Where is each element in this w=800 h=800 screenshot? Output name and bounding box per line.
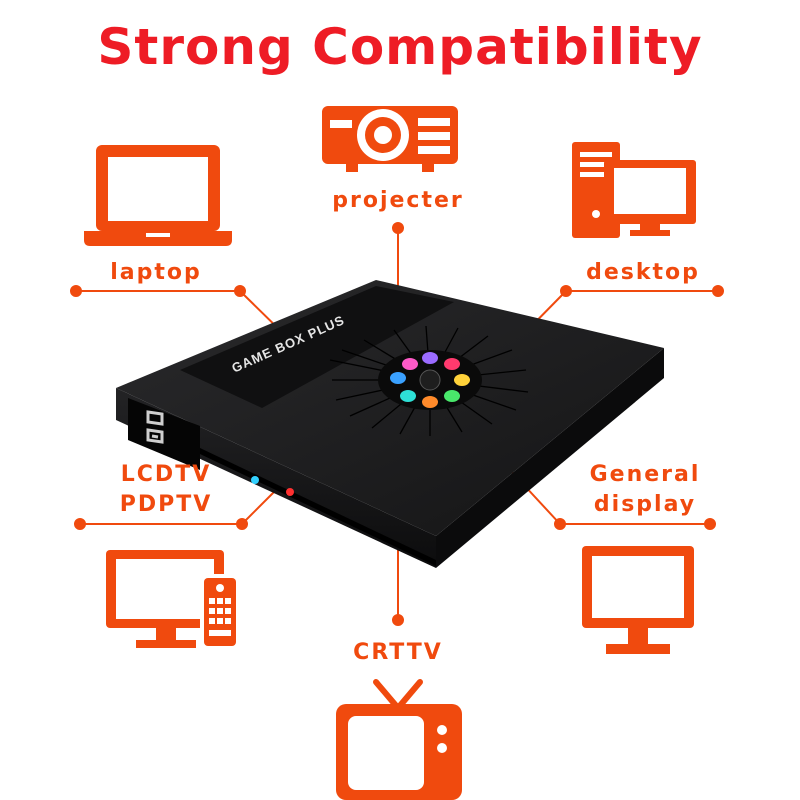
red-led bbox=[286, 488, 294, 496]
label-desktop: desktop bbox=[586, 260, 700, 285]
projector-icon bbox=[322, 106, 458, 172]
desktop-computer-icon bbox=[572, 142, 696, 238]
crt-tv-icon bbox=[336, 679, 462, 800]
label-general-line1: General bbox=[589, 462, 701, 487]
label-crttv: CRTTV bbox=[353, 640, 443, 665]
label-general-display: General display bbox=[580, 460, 710, 520]
laptop-icon bbox=[84, 145, 232, 246]
game-box-device bbox=[116, 280, 664, 568]
label-projector: projecter bbox=[332, 188, 464, 213]
label-lcdtv-line1: LCDTV bbox=[120, 462, 212, 487]
monitor-with-remote-icon bbox=[106, 550, 240, 650]
label-general-line2: display bbox=[593, 492, 697, 517]
label-lcdtv: LCDTV PDPTV bbox=[106, 460, 226, 520]
blue-led bbox=[251, 476, 259, 484]
page-title: Strong Compatibility bbox=[97, 18, 703, 76]
label-laptop: laptop bbox=[110, 260, 202, 285]
monitor-icon bbox=[582, 546, 694, 654]
gamepad-icon bbox=[146, 410, 164, 444]
label-lcdtv-line2: PDPTV bbox=[119, 492, 213, 517]
